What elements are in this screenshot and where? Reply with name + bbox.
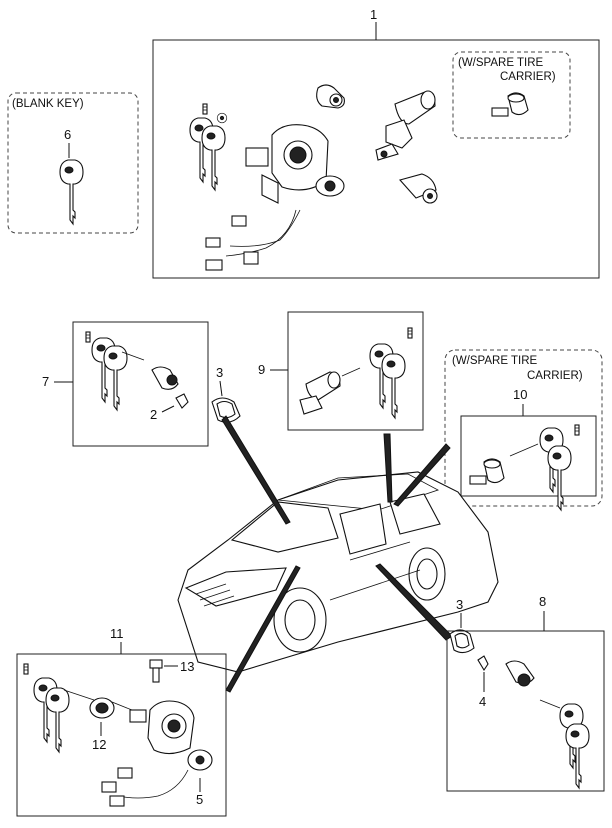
assembly-9-group: 9 — [258, 311, 424, 431]
assembly-10-box — [460, 415, 597, 497]
callout-6: 6 — [64, 127, 71, 142]
tailgate-lock-9-icon — [299, 367, 361, 415]
ignition-switch-icon — [205, 124, 345, 271]
tailgate-lock-icon — [375, 90, 436, 161]
clip-4-icon — [477, 655, 489, 672]
gasket-3-left-group: 3 — [211, 365, 241, 423]
ignition-switch-11-icon — [101, 700, 213, 807]
assembly-9-box — [287, 311, 424, 431]
blank-key-box — [7, 92, 139, 234]
spare-tire-subbox-mid — [444, 349, 603, 507]
caption-blank-key: (BLANK KEY) — [12, 98, 84, 110]
glovebox-lock-icon — [398, 173, 438, 204]
assembly-10-group: (W/SPARE TIRE CARRIER) 10 — [444, 349, 603, 511]
assembly-8-box — [446, 630, 605, 792]
assembly-7-group: 7 2 — [42, 321, 209, 447]
gasket-3-right-group: 3 — [449, 597, 475, 654]
callout-13: 13 — [180, 659, 194, 674]
lock-cylinder-icon — [316, 84, 345, 109]
assembly-11-group: 11 12 13 — [16, 626, 227, 817]
ignition-keys-11-icon — [23, 663, 95, 753]
callout-8: 8 — [539, 594, 546, 609]
spare-tire-keys-10-icon — [539, 424, 580, 511]
callout-3-left: 3 — [216, 365, 223, 380]
callout-9: 9 — [258, 362, 265, 377]
door-keys-8-icon — [539, 699, 590, 789]
blank-key-icon — [59, 159, 84, 225]
pointer-wedges — [221, 415, 453, 693]
caption-spare-tire-top-1: (W/SPARE TIRE — [458, 57, 544, 69]
caption-spare-tire-mid-1: (W/SPARE TIRE — [452, 355, 538, 367]
tailgate-keys-9-icon — [369, 327, 413, 419]
blank-key-group: (BLANK KEY) 6 — [7, 92, 139, 234]
assembly-1-group: 1 — [152, 7, 600, 279]
callout-3-right: 3 — [456, 597, 463, 612]
caption-spare-tire-top-2: CARRIER) — [500, 71, 556, 83]
callout-5: 5 — [196, 792, 203, 807]
vehicle-illustration — [177, 471, 499, 673]
door-keys-7-icon — [85, 331, 145, 411]
leader-2 — [161, 405, 175, 413]
door-lock-cylinder-7-icon — [151, 366, 179, 390]
callout-11: 11 — [110, 626, 124, 641]
caption-spare-tire-mid-2: CARRIER) — [527, 370, 583, 382]
spare-tire-cylinder-10-icon — [469, 443, 539, 485]
callout-2: 2 — [150, 407, 157, 422]
spare-tire-cylinder-icon — [491, 92, 529, 117]
ignition-keys-icon — [189, 103, 228, 191]
callout-4: 4 — [479, 694, 486, 709]
door-lock-cylinder-8-icon — [505, 660, 535, 687]
bolt-13-icon — [149, 659, 163, 683]
callout-12: 12 — [92, 737, 106, 752]
leader-3-left — [219, 380, 223, 397]
callout-10: 10 — [513, 387, 527, 402]
assembly-8-group: 8 4 — [446, 594, 605, 792]
lock-cylinder-12-icon — [89, 697, 133, 719]
callout-7: 7 — [42, 374, 49, 389]
spare-tire-subbox-top — [452, 51, 571, 139]
retainer-clip-icon — [175, 393, 189, 409]
callout-1: 1 — [370, 7, 377, 22]
assembly-7-box — [72, 321, 209, 447]
